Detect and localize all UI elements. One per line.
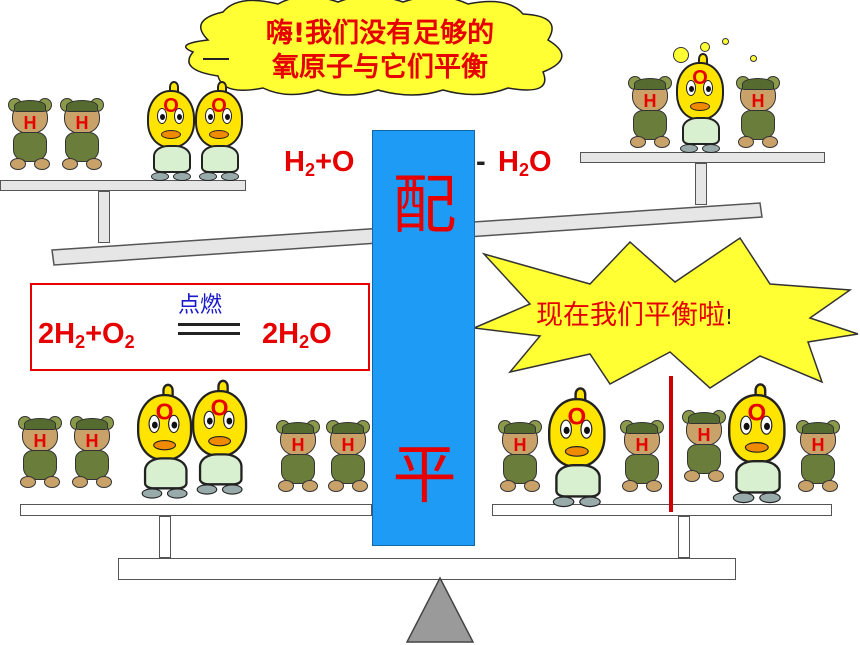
bottom-right-plate	[492, 504, 832, 516]
bear-h-atom: H	[736, 76, 780, 150]
top-left-plate	[0, 180, 246, 191]
atom-label: H	[291, 435, 305, 455]
bear-h-atom: H	[60, 98, 104, 172]
bottom-left-plate	[20, 504, 372, 516]
bear-h-atom: H	[682, 410, 726, 484]
starburst-text: 现在我们平衡啦!	[536, 300, 734, 331]
atom-label: H	[697, 425, 711, 445]
atom-label: O	[567, 404, 587, 431]
bubble-tail	[203, 58, 229, 63]
bottom-beam	[118, 558, 736, 580]
atom-label: H	[751, 91, 765, 111]
chick-o-atom: O	[195, 81, 245, 182]
bear-h-atom: H	[620, 420, 664, 494]
chick-o-atom: O	[728, 383, 788, 504]
speech-line-2: 氧原子与它们平衡	[272, 52, 488, 83]
balanced-reactants: 2H2+O2	[38, 318, 135, 352]
molecule-divider	[669, 376, 673, 512]
chick-o-atom: O	[147, 81, 197, 182]
chick-o-atom: O	[192, 379, 250, 496]
bottom-right-post	[678, 516, 690, 558]
chick-o-atom: O	[548, 387, 608, 508]
speech-bubble	[184, 0, 563, 96]
top-right-post	[695, 163, 707, 205]
equals-line	[178, 323, 240, 326]
thought-dot	[673, 47, 689, 63]
atom-label: H	[811, 435, 825, 455]
bear-h-atom: H	[18, 416, 62, 490]
thought-dot	[700, 42, 710, 52]
equation-arrow: -	[476, 146, 486, 178]
bottom-left-post	[159, 516, 171, 558]
atom-label: O	[692, 67, 708, 89]
reaction-condition: 点燃	[178, 293, 223, 318]
atom-label: O	[747, 400, 767, 427]
balanced-product: 2H2O	[262, 318, 332, 352]
bear-h-atom: H	[628, 76, 672, 150]
balanced-equation-box	[30, 283, 370, 371]
top-right-plate	[580, 152, 825, 163]
equation-reactants: H2+O	[284, 146, 355, 180]
atom-label: H	[75, 113, 89, 133]
atom-label: H	[341, 435, 355, 455]
equation-product: H2O	[498, 146, 552, 180]
bear-h-atom: H	[70, 416, 114, 490]
top-left-post	[98, 191, 110, 243]
atom-label: O	[155, 399, 174, 426]
equals-line	[178, 332, 240, 335]
bear-h-atom: H	[8, 98, 52, 172]
atom-label: H	[85, 431, 99, 451]
thought-dot	[750, 55, 757, 62]
atom-label: O	[210, 395, 229, 422]
pole-char-bottom: 平	[392, 439, 457, 513]
starburst-callout	[471, 236, 859, 389]
atom-label: H	[643, 91, 657, 111]
thought-dot	[722, 38, 729, 45]
atom-label: O	[211, 95, 227, 117]
bear-h-atom: H	[498, 420, 542, 494]
pole-char-top: 配	[392, 169, 457, 243]
atom-label: H	[33, 431, 47, 451]
fulcrum	[405, 576, 475, 643]
atom-label: H	[23, 113, 37, 133]
speech-line-1: 嗨!我们没有足够的	[265, 18, 495, 49]
bear-h-atom: H	[796, 420, 840, 494]
atom-label: H	[513, 435, 527, 455]
chick-o-atom: O	[676, 53, 726, 154]
atom-label: O	[163, 95, 179, 117]
bear-h-atom: H	[326, 420, 370, 494]
atom-label: H	[635, 435, 649, 455]
chick-o-atom: O	[137, 383, 195, 500]
balancing-pole: 配 平	[372, 130, 475, 546]
bear-h-atom: H	[276, 420, 320, 494]
